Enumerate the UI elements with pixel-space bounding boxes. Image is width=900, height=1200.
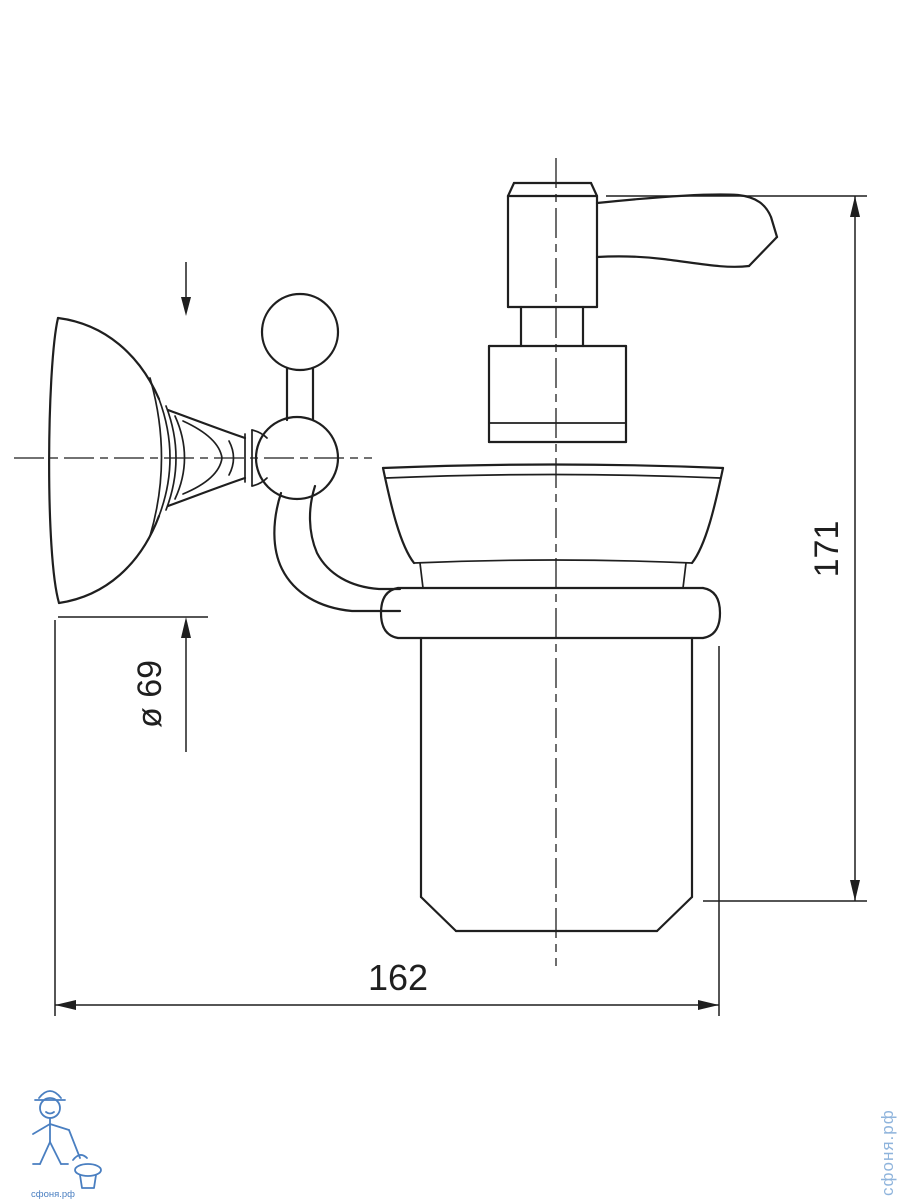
diameter-dimension-label: ø 69 [131,660,169,728]
finial-neck [285,367,315,422]
soap-dispenser [381,181,779,933]
wall-flange [48,316,268,605]
holder-ring [379,586,722,640]
dimension-height: 171 [606,195,867,902]
pump-collar [487,344,628,444]
glass-cup [381,463,725,933]
dimension-width: 162 [54,620,720,1016]
watermark-site-text: сфоня.рф [878,1109,897,1196]
arrow-up-icon [181,617,191,638]
support-arm [273,484,402,613]
centerlines [14,158,557,966]
watermark-logo: сфоня.рф [31,1090,102,1200]
height-dimension-label: 171 [808,521,846,578]
arrow-up-icon [850,196,860,217]
finial-ball [260,292,340,372]
wall-bracket [48,292,722,640]
arrow-left-icon [55,1000,76,1010]
arrow-down-icon [850,880,860,901]
plumber-mascot-icon [32,1090,102,1189]
ball-joint [254,415,340,501]
arrow-down-icon [181,297,191,316]
watermark-caption: сфоня.рф [31,1189,75,1200]
pump-spout [595,193,779,268]
width-dimension-label: 162 [368,957,428,998]
arrow-right-icon [698,1000,719,1010]
pump-head [506,181,599,309]
dimension-diameter: ø 69 [58,262,208,752]
pump-shaft [519,305,585,348]
